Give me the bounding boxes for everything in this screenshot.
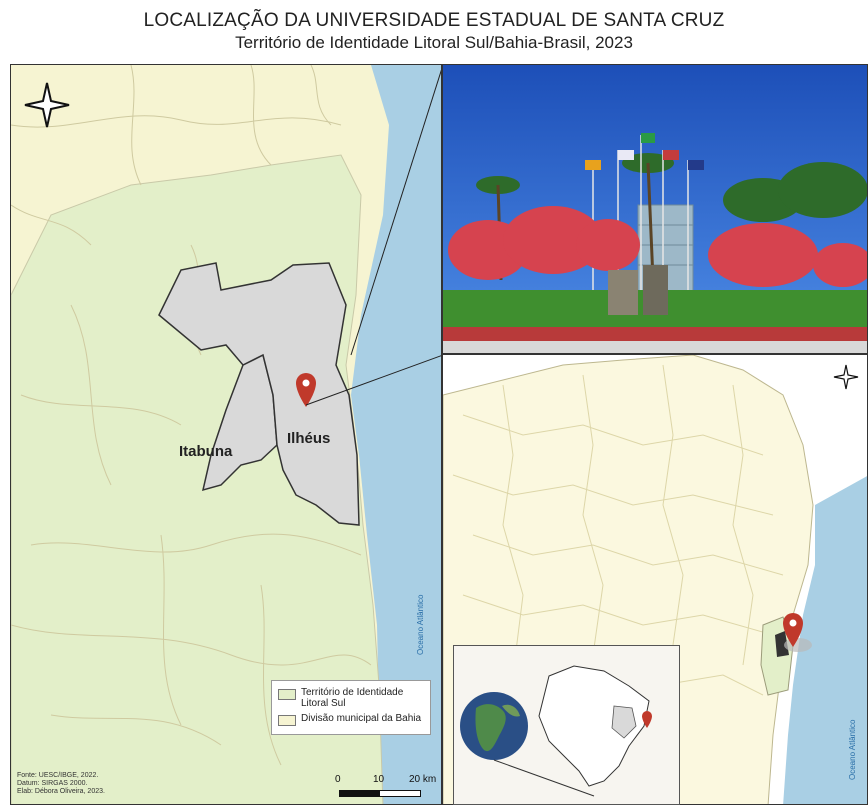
legend-item-territory: Território de Identidade Litoral Sul [278, 687, 424, 709]
compass-rose-icon [24, 82, 70, 128]
brazil-map [538, 665, 650, 787]
globe-inset-svg [460, 665, 652, 797]
ocean-area [351, 65, 441, 804]
legend-label-municipal: Divisão municipal da Bahia [301, 713, 422, 724]
scale-bar-frame [339, 790, 421, 797]
campus-photo [442, 64, 868, 354]
map-subtitle: Território de Identidade Litoral Sul/Bah… [235, 33, 633, 52]
compass-rose-small-icon [833, 364, 859, 390]
legend-label-territory: Território de Identidade Litoral Sul [301, 687, 404, 709]
ocean-area-bahia [783, 476, 867, 804]
map-credits: Fonte: UESC/IBGE, 2022. Datum: SIRGAS 20… [17, 772, 105, 796]
ocean-label-left: Oceano Atlântico [416, 594, 425, 655]
scale-tick-20: 20 km [409, 774, 437, 785]
connector-line [305, 355, 441, 406]
scale-tick-10: 10 [373, 774, 385, 785]
regional-map-svg: Itabuna Ilhéus Oceano Atlântico [11, 65, 441, 804]
brazil-globe-inset [453, 645, 680, 805]
map-title: LOCALIZAÇÃO DA UNIVERSIDADE ESTADUAL DE … [143, 10, 725, 31]
itabuna-ilheus-highlight [158, 262, 360, 526]
scale-tick-0: 0 [335, 774, 341, 785]
itabuna-label: Itabuna [179, 443, 233, 460]
ilheus-label: Ilhéus [287, 430, 330, 447]
brazil-pin-icon [642, 711, 652, 728]
bahia-highlight-inset [611, 705, 637, 739]
territory-swatch [278, 689, 296, 700]
municipal-swatch [278, 715, 296, 726]
credit-author: Elab: Débora Oliveira, 2023. [17, 788, 105, 795]
credit-source: Fonte: UESC/IBGE, 2022. [17, 772, 99, 779]
legend-item-municipal: Divisão municipal da Bahia [278, 713, 424, 726]
legend: Território de Identidade Litoral Sul Div… [271, 680, 431, 735]
ocean-label-right: Oceano Atlântico [848, 719, 857, 780]
scale-bar: 0 10 20 km [331, 772, 441, 802]
itabuna-ilheus-inset [775, 631, 789, 657]
connector-line-upper [350, 69, 441, 356]
credit-datum: Datum: SIRGAS 2000. [17, 780, 88, 787]
location-pin-icon [296, 373, 316, 407]
campus-photo-illustration [443, 65, 867, 353]
municipal-boundaries [11, 65, 372, 766]
regional-map: Itabuna Ilhéus Oceano Atlântico Territór… [10, 64, 442, 805]
bahia-pin-icon [783, 613, 803, 647]
